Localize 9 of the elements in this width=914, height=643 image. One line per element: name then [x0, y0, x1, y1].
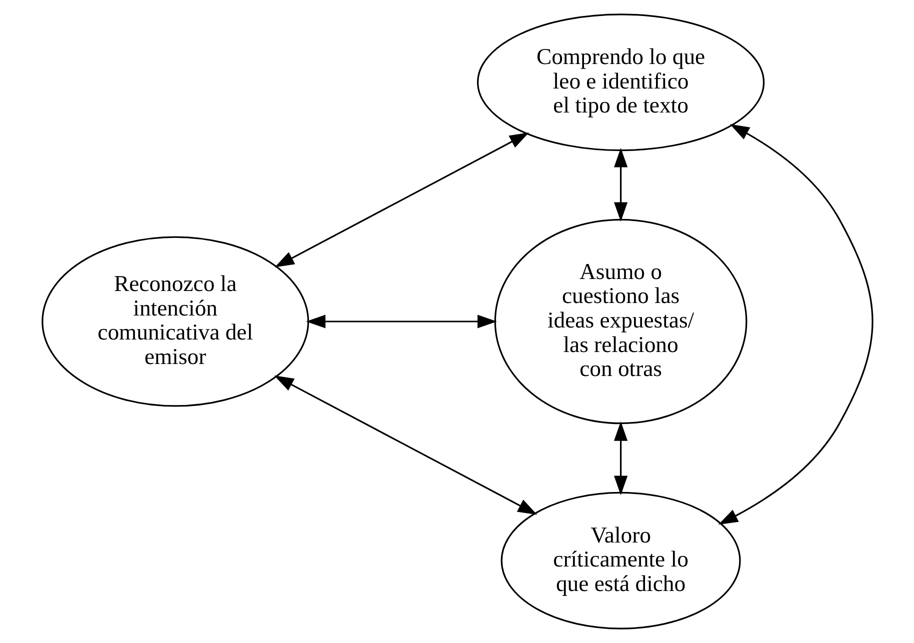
arrow: [613, 421, 628, 496]
node-ellipse: Reconozco la intención comunicativa del emisor: [41, 236, 309, 407]
node-ellipse: Comprendo lo que leo e identifico el tipo de texto: [476, 14, 764, 152]
arrow: [274, 376, 537, 515]
node-ellipse: Asumo o cuestiono las ideas expuestas/ las relaciono con otras: [494, 218, 747, 424]
arrow: [613, 148, 628, 222]
arrow: [306, 314, 496, 328]
arrow: [274, 132, 529, 268]
arrow: [718, 124, 873, 525]
